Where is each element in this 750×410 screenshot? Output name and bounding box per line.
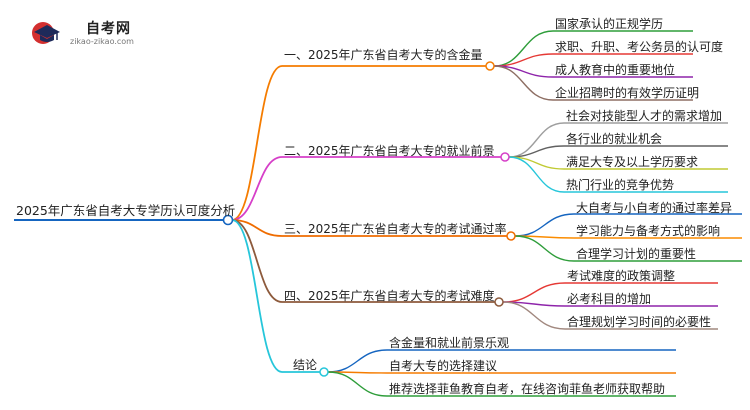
branch-2-node — [500, 152, 510, 162]
leaf-2-4: 热门行业的竞争优势 — [566, 178, 675, 192]
leaf-5-3: 推荐选择菲鱼教育自考，在线咨询菲鱼老师获取帮助 — [389, 382, 666, 396]
branch-2-label: 二、2025年广东省自考大专的就业前景 — [284, 144, 495, 158]
leaf-2-2: 各行业的就业机会 — [566, 132, 663, 146]
branch-4-curve — [231, 219, 283, 303]
leaf-5-1-curve — [327, 349, 388, 373]
leaf-1-4: 企业招聘时的有效学历证明 — [555, 86, 700, 100]
branch-4-node — [494, 297, 504, 307]
leaf-5-2: 自考大专的选择建议 — [389, 359, 498, 373]
branch-4-label: 四、2025年广东省自考大专的考试难度 — [284, 289, 495, 303]
leaf-2-1: 社会对技能型人才的需求增加 — [566, 109, 723, 123]
leaf-1-4-curve — [493, 65, 554, 101]
leaf-3-3: 合理学习计划的重要性 — [576, 247, 697, 261]
branch-1-curve — [231, 65, 283, 221]
leaf-3-1-curve — [514, 213, 575, 237]
leaf-4-3-curve — [502, 301, 566, 330]
leaf-1-2: 求职、升职、考公务员的认可度 — [555, 40, 724, 54]
graduation-cap-icon — [32, 22, 60, 44]
branch-1-node — [485, 61, 495, 71]
root-node-label: 2025年广东省自考大专学历认可度分析 — [16, 203, 236, 218]
leaf-4-1-curve — [502, 282, 566, 303]
leaf-4-3: 合理规划学习时间的必要性 — [567, 315, 712, 329]
leaf-1-1: 国家承认的正规学历 — [555, 17, 664, 31]
leaf-4-1: 考试难度的政策调整 — [567, 269, 676, 283]
leaf-2-4-curve — [508, 156, 565, 193]
leaf-3-2: 学习能力与备考方式的影响 — [576, 224, 721, 238]
branch-5-label: 结论 — [293, 358, 318, 372]
leaf-2-3: 满足大专及以上学历要求 — [566, 155, 699, 169]
logo-title: 自考网 — [86, 21, 131, 37]
leaf-4-2: 必考科目的增加 — [567, 292, 652, 306]
branch-3-node — [506, 231, 516, 241]
leaf-5-1: 含金量和就业前景乐观 — [389, 336, 510, 350]
site-logo[interactable]: 自考网 zikao-zikao.com — [30, 18, 150, 50]
branch-1-label: 一、2025年广东省自考大专的含金量 — [284, 48, 483, 62]
leaf-3-3-curve — [514, 235, 575, 262]
logo-url: zikao-zikao.com — [70, 37, 134, 46]
branch-5-curve — [231, 219, 283, 373]
branch-3-label: 三、2025年广东省自考大专的考试通过率 — [284, 222, 507, 236]
leaf-3-1: 大自考与小自考的通过率差异 — [576, 201, 733, 215]
branch-5-node — [319, 367, 329, 377]
leaf-1-3: 成人教育中的重要地位 — [555, 63, 676, 77]
root-node — [222, 214, 234, 226]
leaf-5-3-curve — [327, 371, 388, 397]
branch-3-curve — [231, 219, 283, 237]
branch-2-curve — [231, 156, 283, 221]
